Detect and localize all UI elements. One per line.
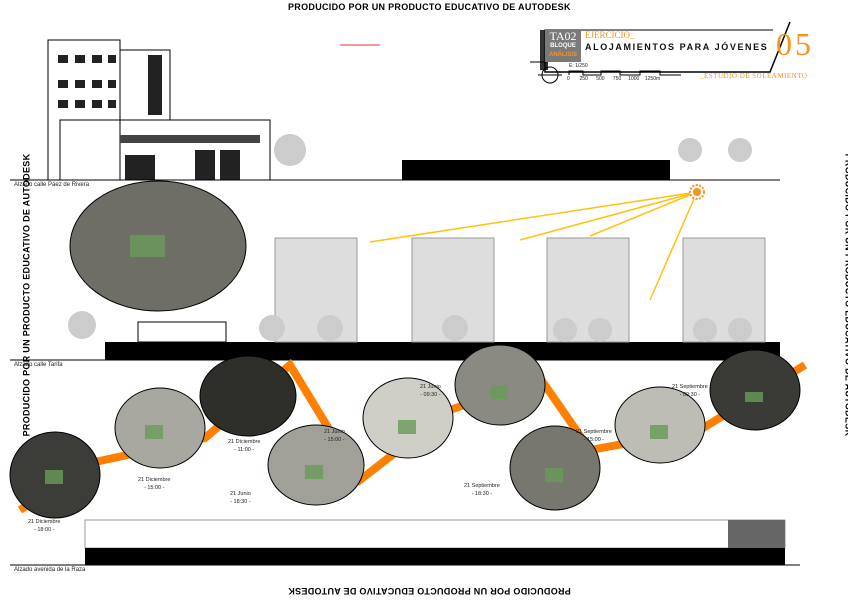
elevation-label: Alzado calle Tarifa [14,362,63,368]
sheet-number: 05 [776,26,814,62]
watermark-bottom: PRODUCIDO POR UN PRODUCTO EDUCATIVO DE A… [288,586,571,596]
tick: 750 [612,76,622,82]
sun-icon [369,184,705,301]
sheet-subtitle: _ESTUDIO DE SOLEAMIENTO [700,72,808,80]
block: BLOQUE [550,43,576,49]
caption-jun-1500: 21 Junio - 15:00 - [324,428,345,444]
caption-sep-1500: 21 Septiembre - 15:00 - [576,428,612,444]
caption-sep-1830: 21 Septiembre - 18:30 - [464,482,500,498]
time: - 15:00 - [324,437,345,443]
project-title: ALOJAMIENTOS PARA JÓVENES [585,42,769,52]
time: - 09:30 - [420,392,441,398]
caption-dic-1100: 21 Diciembre - 11:00 - [228,438,260,454]
exercise-label: EJERCICIO_ [585,30,635,40]
elevation-paez-de-rivera [10,30,780,181]
date: 21 Junio [324,429,345,435]
caption-dic-1800: 21 Diciembre - 18:00 - [28,518,60,534]
elevation-label: Alzado avenida de la Raza [14,567,86,573]
analysis: ANÁLISIS [548,52,577,58]
time: - 15:00 - [143,485,165,491]
tick: 0 [567,76,570,82]
caption-jun-0930: 21 Junio - 09:30 - [420,383,441,399]
date: 21 Diciembre [228,439,261,445]
time: - 18:30 - [471,491,493,497]
date: 21 Diciembre [138,477,171,483]
caption-dic-1500: 21 Diciembre - 15:00 - [138,476,170,492]
watermark-right: PRODUCIDO POR UN PRODUCTO EDUCATIVO DE A… [843,153,848,437]
scale-label: E: 1/250 [569,63,588,69]
caption-jun-1830: 21 Junio - 18:30 - [230,490,251,506]
tick: 500 [596,76,605,82]
time: - 11:00 - [234,447,255,453]
tick: 250 [579,76,588,82]
tick: 1000 [628,76,640,82]
tick: 1250m [644,76,661,82]
code: TA02 [549,29,577,43]
date: 21 Junio [230,491,251,497]
scale-bar [538,66,681,84]
time: - 15:00 - [583,437,605,443]
elevation-label: Alzado calle Páez de Rivera [14,182,90,188]
title-block-code: TA02 BLOQUE ANÁLISIS [545,30,581,62]
time: - 18:30 - [230,499,251,505]
time: - 18:00 - [33,527,55,533]
elevation-avenida-de-la-raza [10,519,800,566]
watermark-top: PRODUCIDO POR UN PRODUCTO EDUCATIVO DE A… [288,2,571,12]
scale-ticks: 0 250 500 750 1000 1250m [567,76,660,82]
time: - 09:30 - [679,392,701,398]
date: 21 Septiembre [576,429,612,435]
date: 21 Septiembre [672,384,708,390]
date: 21 Septiembre [464,483,500,489]
watermark-left: PRODUCIDO POR UN PRODUCTO EDUCATIVO DE A… [21,153,32,437]
date: 21 Junio [420,384,441,390]
date: 21 Diciembre [28,519,61,525]
elevation-tarifa [10,237,780,361]
caption-sep-0930: 21 Septiembre - 09:30 - [672,383,708,399]
